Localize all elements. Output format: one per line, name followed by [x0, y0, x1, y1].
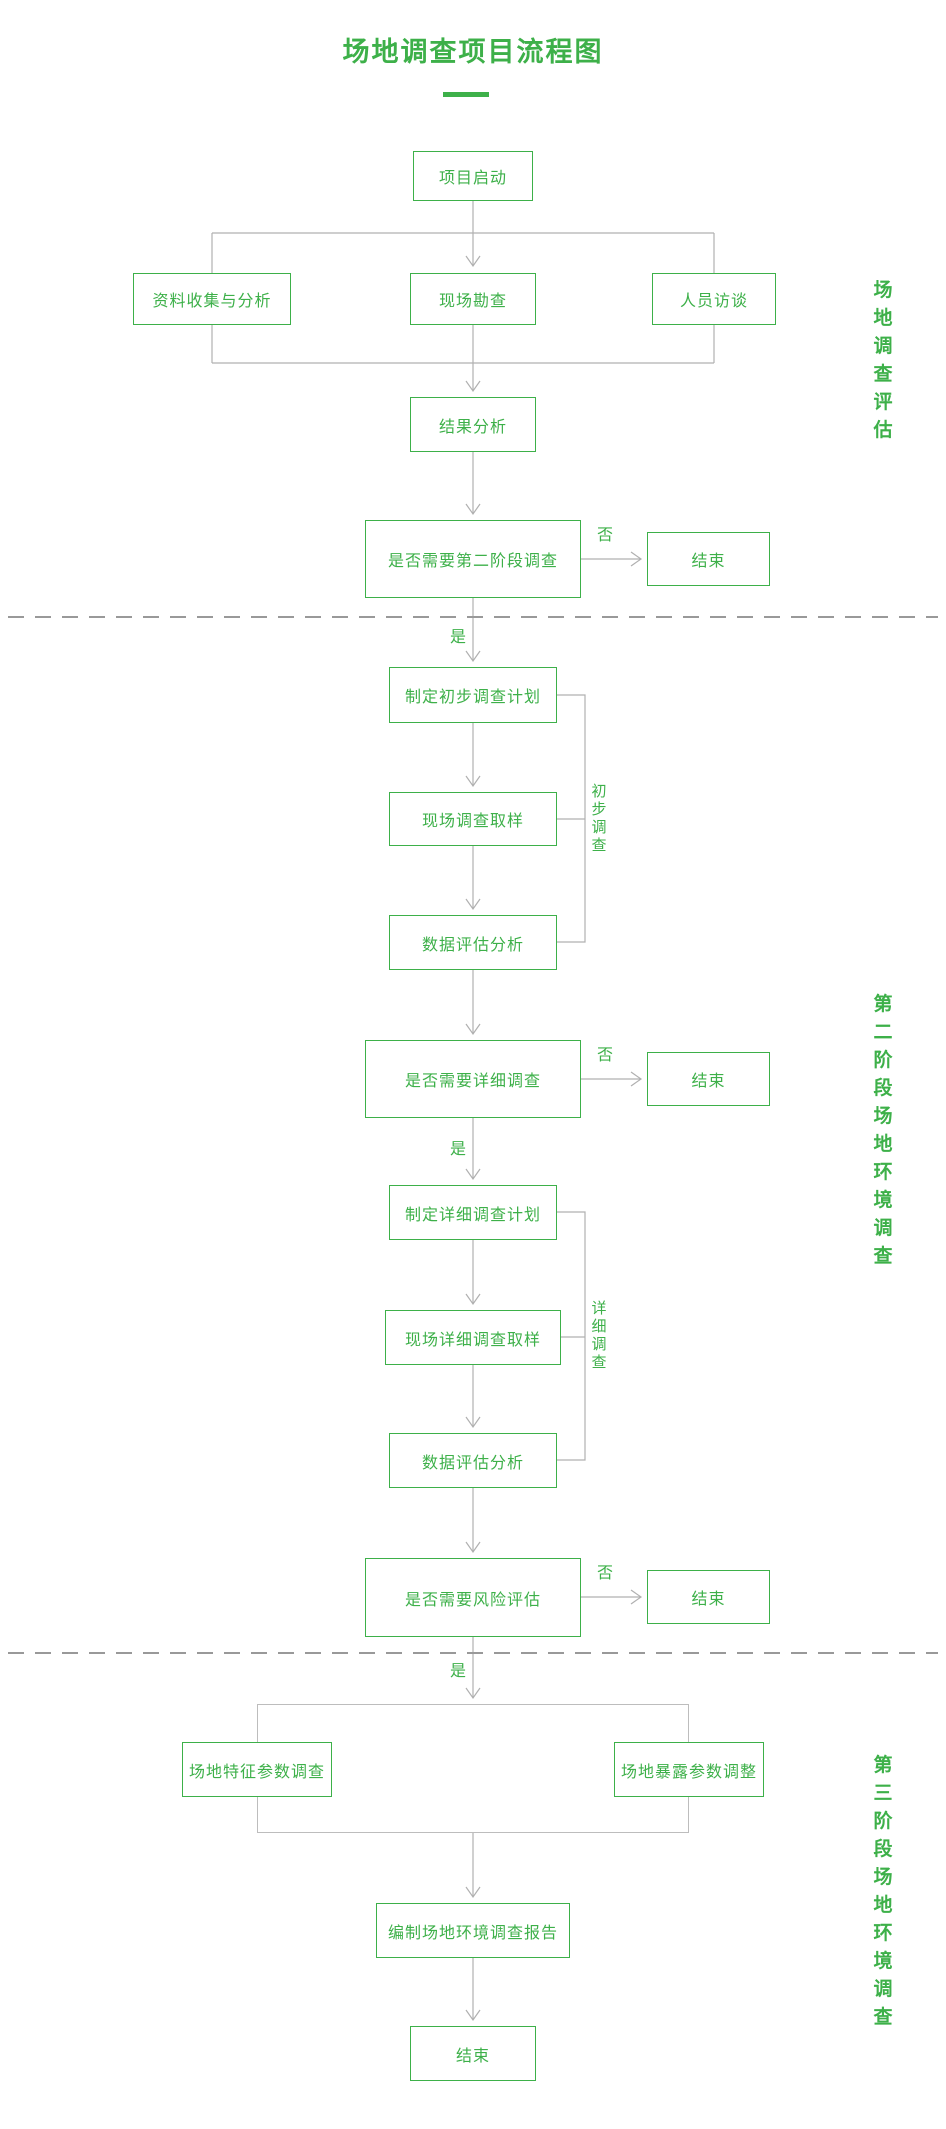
node-end-final: 结束 — [410, 2026, 536, 2081]
node-end-1: 结束 — [647, 532, 770, 586]
arrowhead-down-icon — [465, 2009, 481, 2022]
bracket-detailed — [557, 1211, 586, 1461]
node-end-3: 结束 — [647, 1570, 770, 1624]
node-compile-report: 编制场地环境调查报告 — [376, 1903, 570, 1958]
node-detailed-plan: 制定详细调查计划 — [389, 1185, 557, 1240]
node-personnel-interview: 人员访谈 — [652, 273, 776, 325]
edge-label-no-2: 否 — [596, 1047, 613, 1064]
arrowhead-down-icon — [465, 1023, 481, 1036]
node-preliminary-data-eval: 数据评估分析 — [389, 915, 557, 970]
phase1-label: 场地调查评估 — [873, 280, 893, 441]
arrowhead-down-icon — [465, 503, 481, 516]
node-site-reconnaissance: 现场勘查 — [410, 273, 536, 325]
edge-label-yes-1: 是 — [449, 629, 466, 646]
edge-label-no-3: 否 — [596, 1565, 613, 1582]
node-data-collection: 资料收集与分析 — [133, 273, 291, 325]
arrowhead-down-icon — [465, 255, 481, 268]
arrowhead-down-icon — [465, 1416, 481, 1429]
arrowhead-down-icon — [465, 1687, 481, 1700]
decision-need-detailed: 是否需要详细调查 — [365, 1040, 581, 1118]
arrowhead-right-icon — [630, 551, 643, 567]
edge-label-yes-2: 是 — [449, 1141, 466, 1158]
decision-need-risk-assessment: 是否需要风险评估 — [365, 1558, 581, 1637]
arrowhead-down-icon — [465, 1293, 481, 1306]
phase1-connectors — [211, 201, 715, 663]
arrowhead-down-icon — [465, 1886, 481, 1899]
phase2-connectors — [465, 694, 643, 1700]
node-detailed-data-eval: 数据评估分析 — [389, 1433, 557, 1488]
page-title: 场地调查项目流程图 — [342, 37, 604, 67]
arrowhead-down-icon — [465, 775, 481, 788]
bracket-label-preliminary: 初步调查 — [591, 783, 607, 854]
phase3-label: 第三阶段场地环境调查 — [873, 1755, 893, 2028]
edge-label-yes-3: 是 — [449, 1663, 466, 1680]
node-result-analysis: 结果分析 — [410, 397, 536, 452]
edge-label-no-1: 否 — [596, 527, 613, 544]
node-end-2: 结束 — [647, 1052, 770, 1106]
node-preliminary-plan: 制定初步调查计划 — [389, 667, 557, 723]
node-site-parameter-survey: 场地特征参数调查 — [182, 1742, 332, 1797]
title-underline — [443, 92, 489, 97]
arrowhead-down-icon — [465, 650, 481, 663]
node-detailed-sampling: 现场详细调查取样 — [385, 1310, 561, 1365]
phase3-connectors — [465, 1833, 481, 2022]
arrowhead-down-icon — [465, 380, 481, 393]
arrowhead-right-icon — [630, 1071, 643, 1087]
phase2-label: 第二阶段场地环境调查 — [873, 994, 893, 1267]
arrowhead-down-icon — [465, 1541, 481, 1554]
arrowhead-down-icon — [465, 898, 481, 911]
arrowhead-right-icon — [630, 1589, 643, 1605]
node-preliminary-sampling: 现场调查取样 — [389, 792, 557, 846]
node-exposure-parameter-adjust: 场地暴露参数调整 — [614, 1742, 764, 1797]
arrowhead-down-icon — [465, 1168, 481, 1181]
decision-need-phase2: 是否需要第二阶段调查 — [365, 520, 581, 598]
bracket-label-detailed: 详细调查 — [591, 1300, 607, 1371]
node-project-start: 项目启动 — [413, 151, 533, 201]
